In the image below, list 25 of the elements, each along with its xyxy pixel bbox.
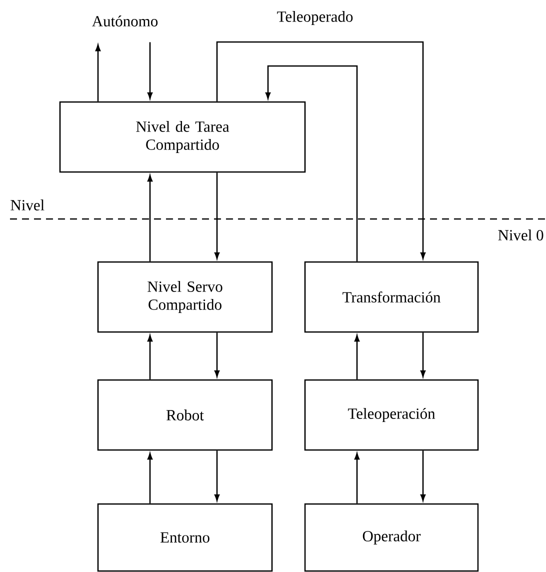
edge-label: Teleoperado [276,10,354,26]
arrow [265,65,358,262]
process-box: Teleoperación [304,379,479,451]
process-box: Transformación [304,261,479,333]
arrow [214,172,220,259]
process-box: Robot [97,379,273,451]
arrow [420,332,426,377]
arrow [147,42,153,99]
arrow [147,175,153,262]
arrow [216,41,426,259]
arrow [147,453,153,504]
arrow [214,450,220,501]
arrow [420,450,426,501]
process-box: Nivel Servo Compartido [97,261,273,333]
process-box: Operador [304,503,479,572]
arrow [214,332,220,377]
arrow [95,44,101,102]
level-label: Nivel 0 [498,230,544,240]
process-box: Nivel de Tarea Compartido [59,101,306,173]
mode-label: Autónomo [92,16,158,26]
level-label: Nivel [10,200,44,210]
arrow [354,453,360,504]
arrow [354,335,360,380]
process-box: Entorno [97,503,273,572]
arrow [147,335,153,380]
